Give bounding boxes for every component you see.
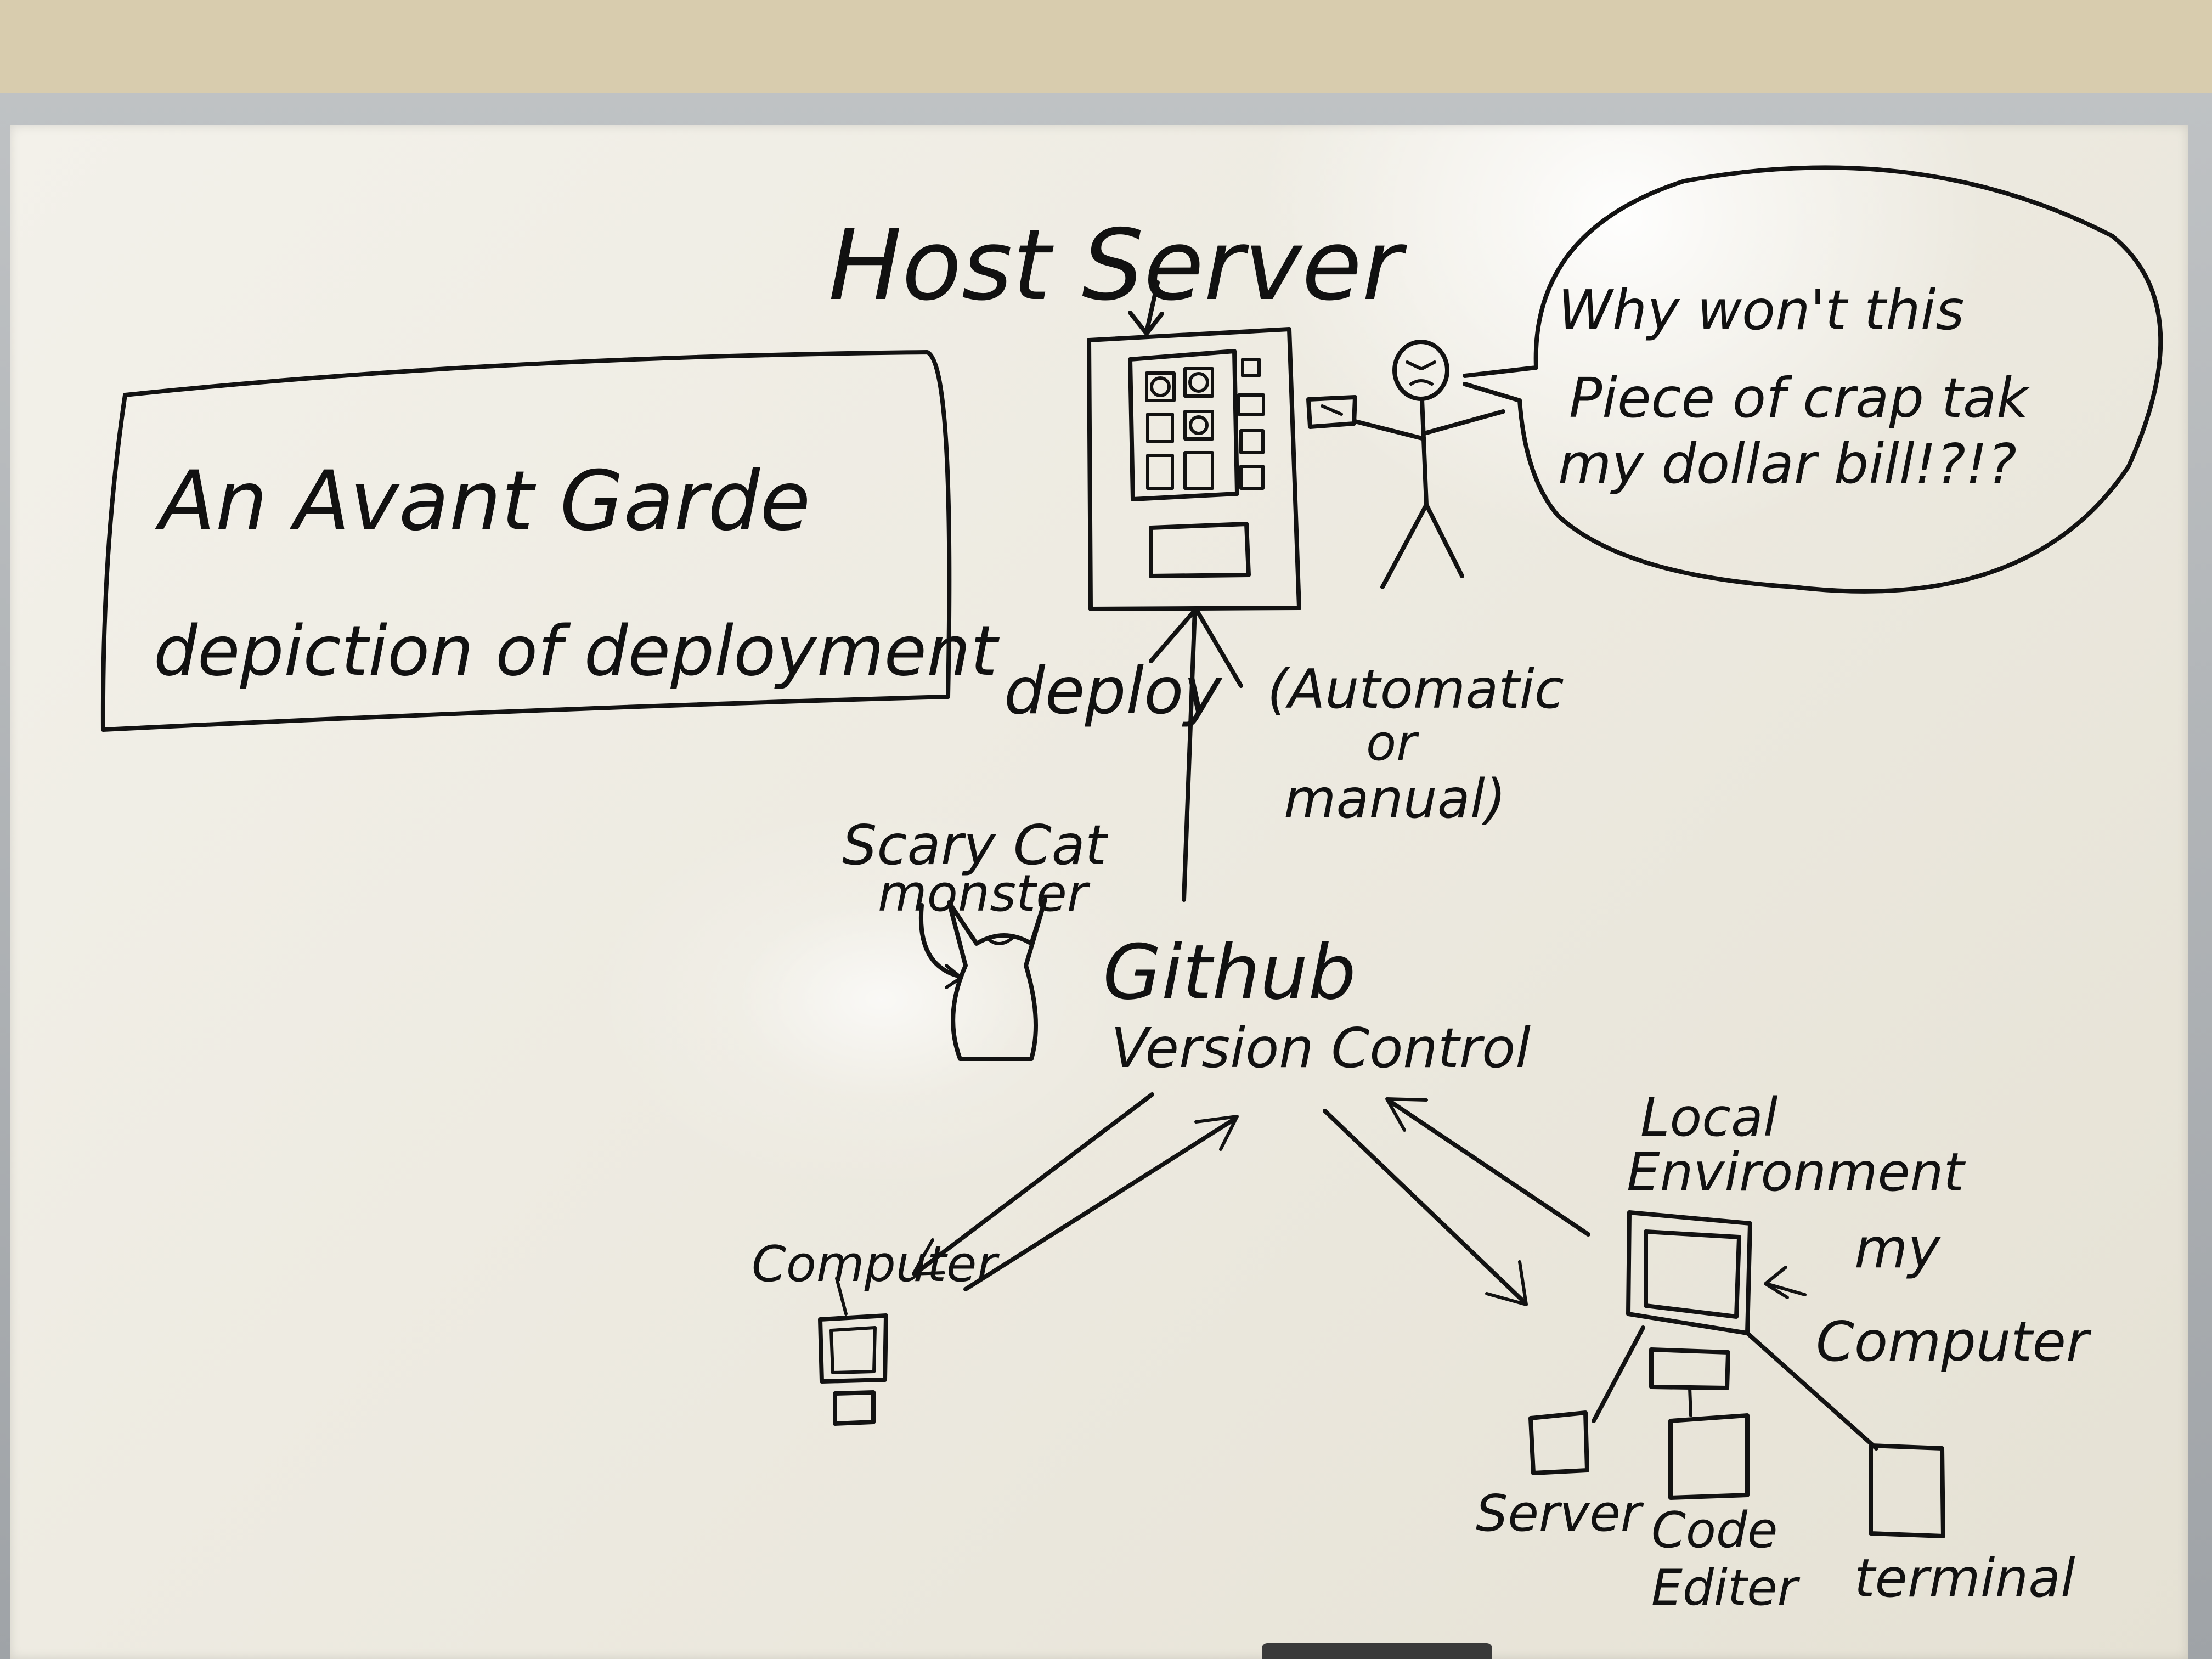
my-computer-line-1: my [1854, 1216, 1941, 1280]
cat-label-line-1: Scary Cat [842, 813, 1109, 877]
deploy-note-line-1: (Automatic [1267, 658, 1564, 721]
my-computer-line-2: Computer [1816, 1310, 2092, 1374]
left-computer-label: Computer [752, 1235, 1000, 1293]
speech-line-2: Piece of crap tak [1569, 366, 2030, 430]
github-node: Github Version Control [1103, 928, 1531, 1080]
speech-line-1: Why won't this [1558, 278, 1965, 342]
code-editor-box [1668, 1413, 1750, 1500]
server-box [1528, 1410, 1589, 1475]
title-line-1: An Avant Garde [155, 454, 811, 549]
code-editor-line-1: Code [1651, 1502, 1778, 1559]
terminal-label: terminal [1854, 1548, 2075, 1609]
deploy-note-line-3: manual) [1284, 768, 1506, 831]
speech-line-3: my dollar bill!?!? [1558, 432, 2017, 496]
speech-bubble: Why won't this Piece of crap tak my doll… [1463, 165, 2163, 594]
scary-cat-monster: Scary Cat monster [842, 813, 1109, 1061]
sync-arrows [912, 1092, 1590, 1306]
server-label: Server [1476, 1484, 1644, 1543]
local-env-line-1: Local [1640, 1087, 1778, 1148]
terminal-box [1869, 1443, 1945, 1538]
title-box: An Avant Garde depiction of deployment [100, 350, 1000, 732]
cat-label-line-2: monster [878, 864, 1091, 923]
github-line-2: Version Control [1111, 1016, 1531, 1080]
host-server-label-group: Host Server [828, 208, 1407, 336]
marker-tray [1262, 1643, 1492, 1659]
left-computer: Computer [752, 1235, 1000, 1426]
local-env-line-2: Environment [1627, 1142, 1966, 1203]
angry-stick-figure [1306, 340, 1505, 589]
local-environment: Local Environment my Computer Server Cod… [1476, 1087, 2092, 1617]
vending-machine-server [1087, 327, 1301, 611]
code-editor-line-2: Editer [1651, 1559, 1801, 1617]
title-line-2: depiction of deployment [154, 611, 1000, 691]
host-server-label: Host Server [828, 208, 1407, 322]
github-line-1: Github [1103, 928, 1356, 1017]
dollar-bill [1306, 395, 1357, 429]
deploy-note-line-2: or [1366, 714, 1419, 772]
deploy-arrow: deploy (Automatic or manual) [1004, 607, 1564, 902]
host-server-pointer-arrow [1144, 280, 1160, 334]
deploy-label: deploy [1004, 653, 1223, 729]
